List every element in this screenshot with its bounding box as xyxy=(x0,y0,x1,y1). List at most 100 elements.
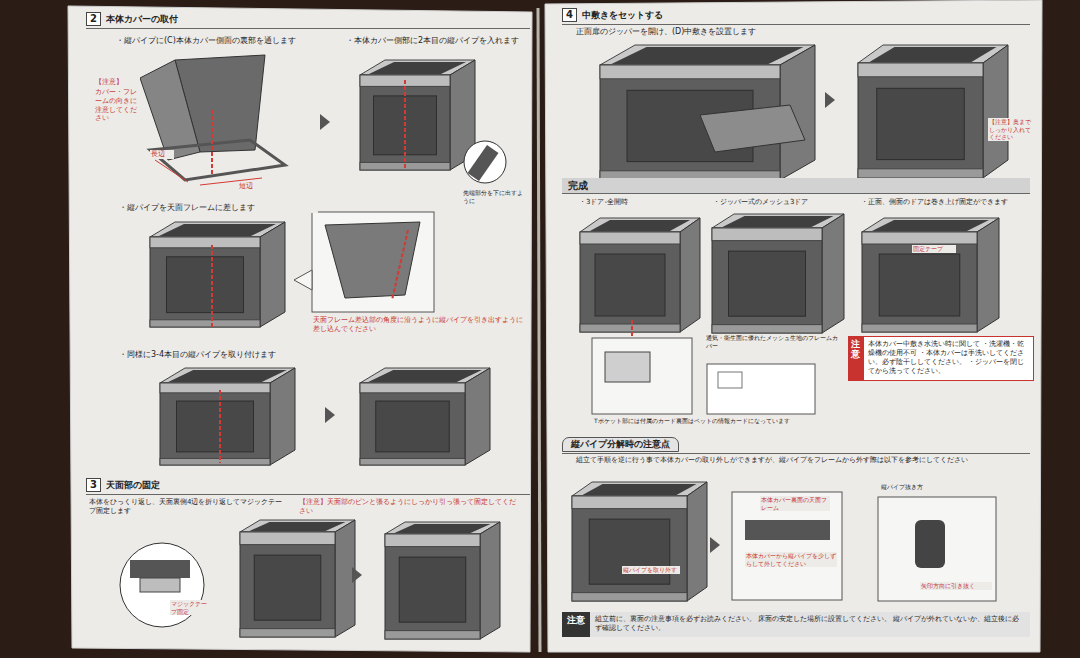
heading-text: 完成 xyxy=(568,179,1024,192)
heading-text: 4 xyxy=(562,8,577,22)
top-opening xyxy=(369,62,466,74)
body-text: 本体カバー中敷き水洗い時に関して ・洗濯機・乾燥機の使用不可 ・本体カバーは手洗… xyxy=(863,336,1034,381)
top-opening xyxy=(583,484,697,495)
bottom-band xyxy=(240,629,335,637)
playpen-figure xyxy=(360,368,490,465)
bottom-band xyxy=(160,458,270,465)
playpen-figure xyxy=(240,520,355,637)
pipe-marker xyxy=(211,245,213,328)
top-opening xyxy=(168,370,287,382)
bottom-band xyxy=(580,324,680,332)
pipe-end xyxy=(915,520,945,568)
caution-note: カバー・フレームの向きに注意してください xyxy=(94,88,140,123)
caution-note: 本体カバー裏面の天面フレーム xyxy=(760,496,830,511)
top-band xyxy=(385,534,480,547)
front-panel xyxy=(160,383,270,465)
pipe-tip xyxy=(468,145,499,181)
playpen-figure xyxy=(150,222,285,327)
caution-note: 【注意】奥までしっかり入れてください xyxy=(988,118,1034,141)
top-opening xyxy=(159,224,276,236)
pet-card xyxy=(707,364,815,414)
step-caption: ・縦パイプを天面フレームに差します xyxy=(118,203,318,213)
playpen-figure xyxy=(858,45,1008,178)
pipe-marker xyxy=(392,230,408,300)
playpen-figure xyxy=(360,60,475,170)
front-panel xyxy=(862,232,977,332)
side-panel xyxy=(822,214,844,333)
top-band xyxy=(150,237,260,248)
top-band xyxy=(858,63,983,77)
front-panel xyxy=(150,237,260,327)
step-caption: ・本体カバー側部に2本目の縦パイプを入れます xyxy=(345,36,530,46)
bottom-band xyxy=(572,593,687,601)
step-arrow xyxy=(825,92,835,108)
step-caption: 通気・衛生面に優れたメッシュ生地のフレームカバー xyxy=(705,334,840,349)
heading-text: 縦パイプ分解時の注意点 xyxy=(562,437,679,452)
top-opening xyxy=(250,522,346,531)
top-opening xyxy=(723,216,834,227)
side-panel xyxy=(270,368,295,465)
section-band: 完成 xyxy=(562,178,1030,194)
caution-note: 長辺 xyxy=(150,150,174,159)
velcro-flap xyxy=(130,560,190,578)
caution-note: 固定テープ xyxy=(912,245,956,253)
caution-note: 本体カバーから縦パイプを少しずらして外してください xyxy=(745,552,837,567)
top-band xyxy=(572,496,687,509)
step-caption: Tポケット部には付属のカード裏面はペットの情報カードになっています xyxy=(593,417,838,425)
heading-text: 注意 xyxy=(848,336,863,381)
top-opening xyxy=(870,47,997,62)
playpen-figure xyxy=(385,522,500,639)
top-opening xyxy=(872,220,989,231)
front-panel xyxy=(360,75,450,170)
top-opening xyxy=(395,524,491,533)
caution-box: 注意組立前に、裏面の注意事項を必ずお読みください。 床面の安定した場所に設置して… xyxy=(562,612,1030,637)
heading-text: 3 xyxy=(86,478,101,492)
step-caption: 先端部分を下に出すように xyxy=(462,189,526,204)
caution-note: マジックテープ固定 xyxy=(170,600,210,615)
top-rim xyxy=(858,45,1008,63)
bottom-band xyxy=(360,458,465,465)
caution-box: 注意本体カバー中敷き水洗い時に関して ・洗濯機・乾燥機の使用不可 ・本体カバーは… xyxy=(848,336,1034,381)
front-panel xyxy=(385,534,480,639)
pipe-marker xyxy=(631,320,633,338)
page-gutter xyxy=(538,8,540,652)
left-page xyxy=(68,6,532,652)
body-text: 天面部の固定 xyxy=(106,480,160,491)
side-panel xyxy=(465,368,490,465)
detail-circle xyxy=(464,141,506,183)
mesh-door xyxy=(376,401,450,452)
side-panel xyxy=(977,218,999,332)
step-arrow xyxy=(352,567,362,583)
top-rim xyxy=(712,214,844,228)
top-band xyxy=(240,532,335,545)
top-opening xyxy=(590,220,690,231)
top-band xyxy=(600,65,780,79)
bottom-band xyxy=(712,325,822,333)
step-caption: 本体をひっくり返し、天面裏側4辺を折り返してマジックテープ固定します xyxy=(88,498,288,516)
playpen-figure xyxy=(862,218,999,332)
body-text: 組立前に、裏面の注意事項を必ずお読みください。 床面の安定した場所に設置してくだ… xyxy=(590,612,1030,637)
step-caption: ・3ドア-全開時 xyxy=(578,198,698,207)
pipe-marker xyxy=(404,80,406,170)
caution-note: 【注意】 xyxy=(94,78,140,87)
section-heading: 3 天面部の固定 xyxy=(86,478,530,495)
step-caption: 縦パイプ抜き方 xyxy=(880,483,990,491)
top-band xyxy=(580,232,680,244)
mesh-door xyxy=(589,519,670,584)
top-opening xyxy=(368,370,482,382)
heading-text: 注意 xyxy=(562,612,590,637)
front-panel xyxy=(572,496,687,601)
step-caption: ・縦パイプに(C)本体カバー側面の裏部を通します xyxy=(115,36,330,46)
body-text: 中敷きをセットする xyxy=(582,10,663,21)
bottom-band xyxy=(862,324,977,332)
step-caption: ・ジッパー式のメッシュ3ドア xyxy=(712,198,852,207)
floor-mat xyxy=(700,105,805,152)
top-band xyxy=(712,228,822,241)
step-arrow xyxy=(710,537,720,553)
mesh-door xyxy=(595,254,665,316)
top-rim xyxy=(862,218,999,232)
front-panel xyxy=(712,228,822,333)
